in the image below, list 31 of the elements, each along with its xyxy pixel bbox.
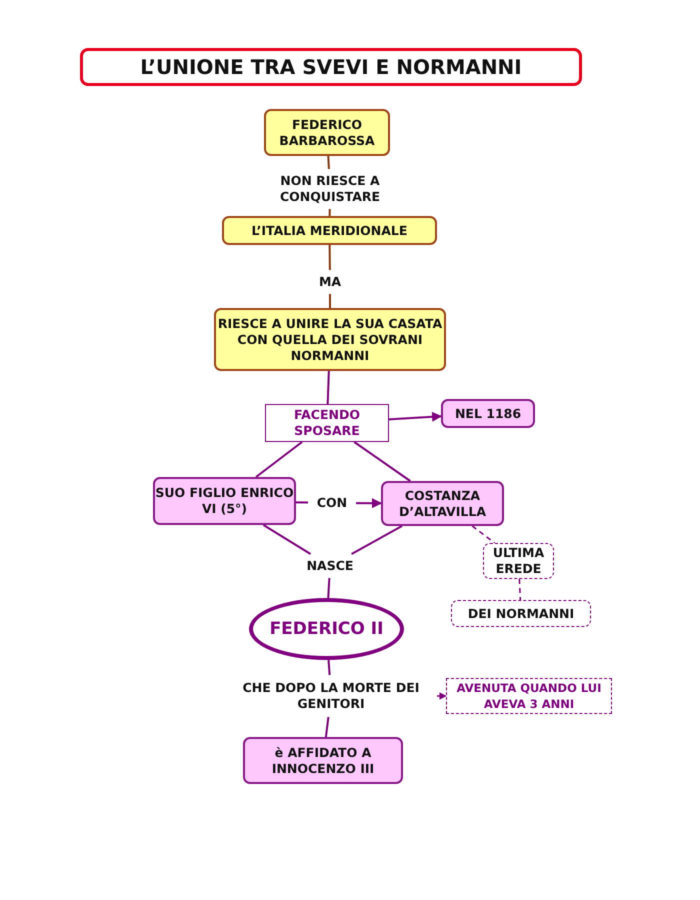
concept-box: L’ITALIA MERIDIONALE: [222, 216, 437, 245]
concept-box: SUO FIGLIO ENRICO VI (5°): [153, 477, 296, 525]
connector-line: [324, 716, 330, 738]
arrow: [356, 498, 382, 508]
connector-line: [518, 578, 522, 600]
connector-line: [262, 524, 312, 555]
connector-line: [326, 370, 330, 404]
linking-box: FACENDO SPOSARE: [265, 404, 389, 442]
connector-line: [328, 208, 331, 216]
connector-line: [351, 525, 402, 555]
connector-line: [296, 501, 308, 504]
concept-box: FEDERICO BARBAROSSA: [264, 109, 390, 156]
connector-line: [255, 441, 303, 478]
connector-line: [329, 294, 331, 308]
connector-line: [327, 578, 330, 598]
concept-box: RIESCE A UNIRE LA SUA CASATA CON QUELLA DEI SOVRANI NORMANNI: [214, 308, 446, 371]
note-box: AVENUTA QUANDO LUI AVEVA 3 ANNI: [446, 678, 612, 714]
arrow: [437, 692, 447, 700]
concept-box: NEL 1186: [441, 399, 535, 428]
arrow: [388, 412, 442, 422]
connector-line: [472, 525, 496, 544]
note-box: DEI NORMANNI: [451, 600, 591, 627]
concept-box: è AFFIDATO A INNOCENZO III: [243, 737, 403, 784]
connector-line: [327, 156, 330, 170]
concept-box: COSTANZA D’ALTAVILLA: [381, 481, 504, 526]
connector-line: [354, 441, 411, 482]
note-box: ULTIMA EREDE: [483, 543, 554, 579]
connector-line: [328, 244, 331, 270]
concept-ellipse: FEDERICO II: [249, 598, 404, 660]
connector-line: [328, 660, 331, 676]
title: L’UNIONE TRA SVEVI E NORMANNI: [80, 48, 582, 86]
